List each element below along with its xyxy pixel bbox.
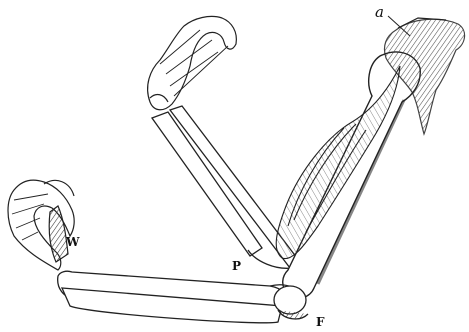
- label-a: a: [375, 3, 384, 21]
- label-p: P: [232, 259, 241, 273]
- label-w: W: [65, 235, 80, 249]
- label-a-group: a: [375, 3, 410, 36]
- forearm-bones: [58, 271, 304, 323]
- raised-hand: [148, 16, 237, 109]
- label-f: F: [316, 315, 325, 329]
- lower-hand: [8, 180, 74, 270]
